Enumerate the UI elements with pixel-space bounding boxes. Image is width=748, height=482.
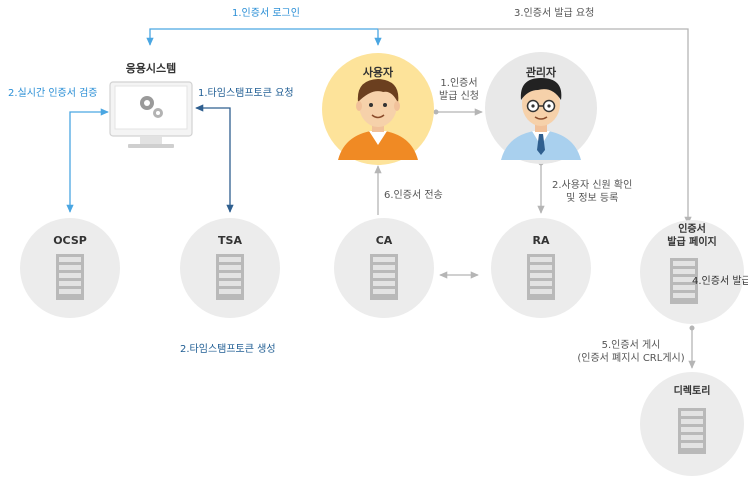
app-system-title: 응용시스템	[125, 62, 177, 75]
ca-server-icon	[370, 254, 398, 300]
admin-title: 관리자	[525, 66, 557, 79]
ca-title: CA	[375, 234, 393, 247]
login-arrow	[146, 28, 382, 46]
cert-post-arrow	[688, 325, 696, 369]
cert-post-label: 5.인증서 게시 (인증서 폐지시 CRL게시)	[577, 340, 685, 364]
ra-server-icon	[527, 254, 555, 300]
admin-avatar-icon	[501, 78, 581, 160]
gear-icon	[140, 96, 163, 118]
cert-page-title: 인증서 발급 페이지	[667, 224, 717, 248]
apply-arrow	[433, 108, 483, 116]
cert-transfer-label: 6.인증서 전송	[384, 190, 443, 201]
cert-apply-label: 1.인증서 발급 신청	[439, 78, 479, 102]
id-check-label: 2.사용자 신원 확인 및 정보 등록	[552, 180, 633, 204]
ra-title: RA	[532, 234, 550, 247]
app-system-monitor-icon	[109, 81, 193, 148]
ocsp-title: OCSP	[53, 234, 87, 247]
timestamp-arrow	[195, 104, 234, 213]
issue-request-label: 3.인증서 발급 요청	[514, 8, 595, 19]
cert-page-server-icon	[670, 258, 698, 304]
directory-server-icon	[678, 408, 706, 454]
realtime-verify-label: 2.실시간 인증서 검증	[8, 88, 98, 99]
tsa-title: TSA	[218, 234, 242, 247]
realtime-verify-arrow	[66, 108, 109, 213]
timestamp-request-label: 1.타임스탬프토큰 요청	[198, 88, 294, 99]
directory-title: 디렉토리	[673, 386, 711, 397]
cert-issue-label: 4.인증서 발급	[692, 276, 748, 287]
login-label: 1.인증서 로그인	[232, 8, 300, 19]
tsa-server-icon	[216, 254, 244, 300]
user-avatar-icon	[338, 79, 418, 160]
id-check-arrow	[537, 160, 545, 214]
issue-request-arrow	[378, 28, 692, 225]
ocsp-server-icon	[56, 254, 84, 300]
timestamp-create-label: 2.타임스탬프토큰 생성	[180, 344, 276, 355]
user-title: 사용자	[362, 66, 394, 79]
